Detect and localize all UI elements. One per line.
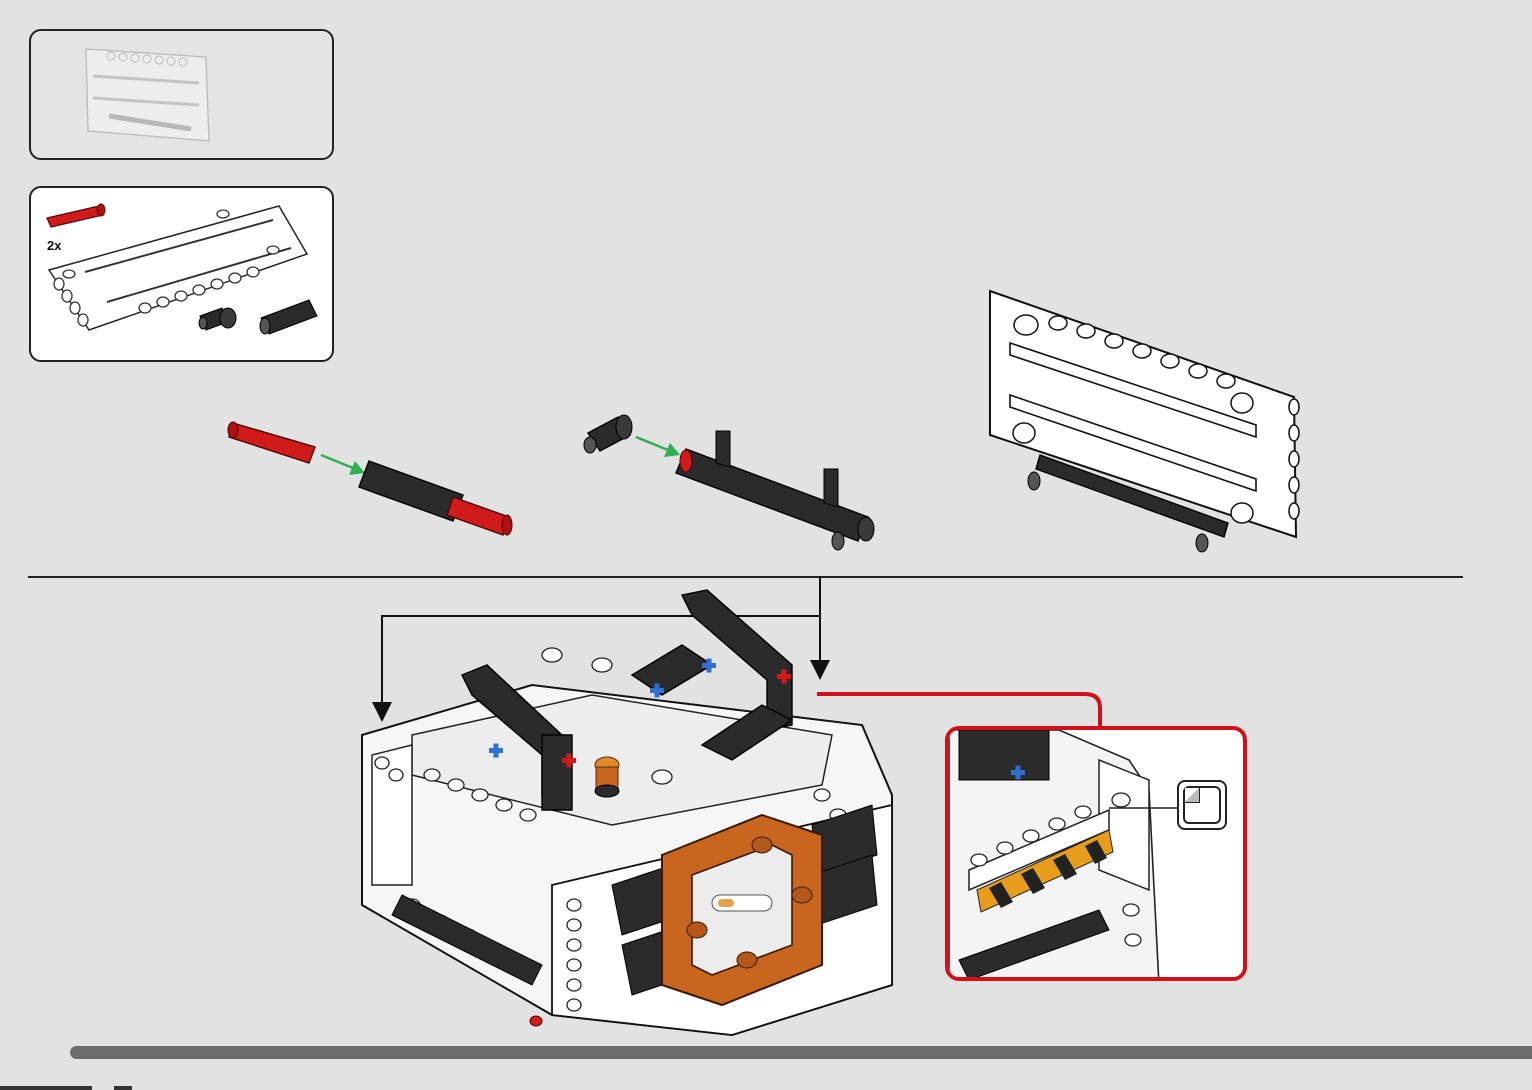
page-footer-mark <box>114 1086 132 1090</box>
page-footer-mark <box>0 1086 92 1090</box>
black-angle-connector-part <box>196 300 246 340</box>
callout-zoom-detail <box>949 730 1247 981</box>
parts-needed-panel: 2x <box>29 186 334 362</box>
insertion-arrow <box>636 437 668 450</box>
sticker-callout <box>945 726 1247 981</box>
black-pin-connector-part <box>257 292 327 332</box>
substep-angle-connector <box>578 405 898 555</box>
orange-valve <box>595 757 619 797</box>
sticker-icon <box>1177 780 1227 830</box>
red-axle-pin <box>228 422 315 463</box>
main-model-assembly <box>352 585 912 1045</box>
insertion-arrow <box>321 455 353 468</box>
progress-bar <box>70 1046 1532 1059</box>
black-connector-assembly <box>676 431 874 550</box>
substep-pin-into-connector <box>225 405 525 545</box>
substep-panel-assembly <box>978 285 1308 565</box>
previous-step-preview <box>29 29 334 160</box>
black-angle-connector <box>584 415 632 453</box>
black-pin-connector <box>359 461 512 535</box>
faded-panel-assembly <box>31 31 336 162</box>
